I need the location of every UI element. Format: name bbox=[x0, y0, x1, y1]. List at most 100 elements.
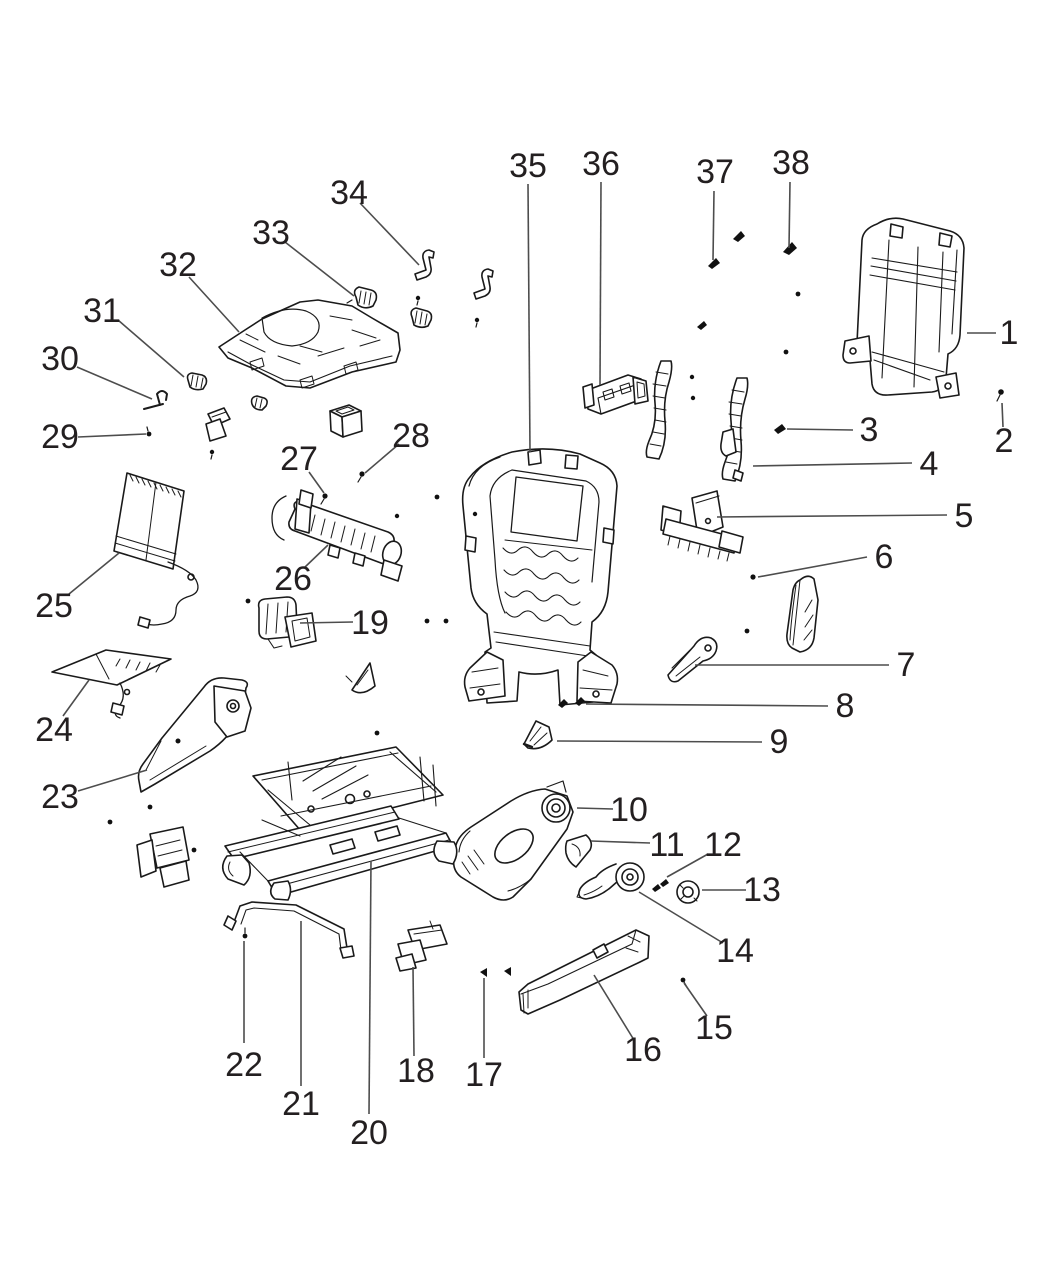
part-line bbox=[146, 426, 149, 432]
leader-line-35 bbox=[527, 183, 531, 453]
part-line bbox=[115, 658, 161, 673]
part-line bbox=[682, 886, 694, 898]
part-line bbox=[175, 738, 181, 744]
callout-number-23: 23 bbox=[41, 778, 79, 816]
part-line bbox=[239, 315, 381, 365]
part-line bbox=[51, 649, 172, 686]
callout-number-29: 29 bbox=[41, 418, 79, 456]
part-line bbox=[307, 805, 315, 813]
part-line bbox=[689, 374, 695, 380]
part-line bbox=[680, 977, 686, 983]
callout-29: 29 bbox=[41, 418, 147, 456]
part-line bbox=[721, 377, 749, 482]
callout-3: 3 bbox=[786, 411, 878, 449]
part-clip-38 bbox=[783, 242, 797, 255]
part-line bbox=[416, 300, 419, 306]
part-line bbox=[615, 862, 645, 892]
part-line bbox=[341, 410, 363, 438]
part-line bbox=[660, 879, 669, 887]
part-line bbox=[344, 793, 356, 805]
part-line bbox=[652, 884, 661, 892]
part-line bbox=[155, 839, 183, 857]
callout-37: 37 bbox=[696, 153, 734, 261]
part-line bbox=[505, 610, 582, 626]
part-bracket-30 bbox=[143, 390, 168, 410]
part-screws-17 bbox=[480, 967, 511, 977]
part-line bbox=[546, 798, 566, 818]
part-heater-back bbox=[113, 472, 199, 629]
part-line bbox=[522, 989, 529, 1014]
callout-number-20: 20 bbox=[350, 1114, 388, 1152]
part-line bbox=[345, 669, 369, 686]
part-line bbox=[626, 873, 634, 881]
part-line bbox=[433, 840, 458, 865]
part-seat-pan bbox=[218, 299, 401, 389]
part-line bbox=[147, 804, 153, 810]
part-outer-shield bbox=[452, 780, 574, 901]
part-line bbox=[849, 347, 857, 355]
callout-14: 14 bbox=[638, 891, 754, 970]
part-line bbox=[335, 406, 355, 415]
part-line bbox=[415, 295, 421, 301]
part-line bbox=[190, 374, 204, 389]
callout-32: 32 bbox=[159, 246, 240, 333]
part-line bbox=[249, 357, 359, 389]
callout-26: 26 bbox=[274, 544, 329, 598]
part-line bbox=[461, 849, 485, 875]
part-line bbox=[473, 268, 494, 300]
callout-number-10: 10 bbox=[610, 791, 648, 829]
part-spacer-bracket bbox=[564, 834, 593, 868]
part-seat-back-panel bbox=[842, 217, 965, 399]
part-line bbox=[461, 448, 618, 706]
callout-number-34: 34 bbox=[330, 174, 368, 212]
part-bracket-5 bbox=[660, 490, 744, 562]
part-line bbox=[287, 756, 437, 807]
part-line bbox=[228, 861, 234, 877]
part-line bbox=[695, 495, 720, 504]
part-line bbox=[750, 574, 756, 580]
part-line bbox=[502, 546, 579, 562]
part-line bbox=[136, 839, 157, 878]
part-line bbox=[575, 697, 585, 706]
part-line bbox=[558, 699, 568, 708]
part-line bbox=[518, 929, 650, 1015]
part-nuts-8 bbox=[558, 697, 585, 708]
part-line bbox=[320, 498, 325, 505]
callout-35: 35 bbox=[509, 147, 547, 453]
part-line bbox=[602, 382, 632, 401]
part-line bbox=[395, 953, 417, 972]
part-line bbox=[582, 383, 595, 409]
part-line bbox=[795, 291, 801, 297]
part-line bbox=[302, 756, 369, 800]
callout-33: 33 bbox=[252, 214, 355, 297]
part-guide-strips bbox=[645, 360, 749, 482]
part-line bbox=[679, 884, 698, 902]
part-line bbox=[667, 636, 718, 683]
part-line bbox=[690, 395, 696, 401]
part-line bbox=[413, 920, 443, 935]
part-line bbox=[522, 742, 534, 749]
part-l-bracket bbox=[205, 407, 231, 442]
part-line bbox=[205, 418, 227, 442]
part-line bbox=[250, 395, 268, 411]
part-line bbox=[649, 371, 669, 447]
leader-line-37 bbox=[712, 190, 715, 261]
part-line bbox=[357, 476, 362, 483]
part-line bbox=[783, 349, 789, 355]
part-line bbox=[469, 667, 501, 689]
part-line bbox=[477, 688, 485, 696]
part-line bbox=[546, 780, 567, 793]
leader-line-36 bbox=[599, 181, 602, 386]
part-line bbox=[671, 649, 701, 677]
part-line bbox=[472, 511, 478, 517]
callout-4: 4 bbox=[752, 445, 938, 483]
callout-17: 17 bbox=[465, 978, 503, 1094]
part-line bbox=[245, 598, 251, 604]
part-line bbox=[284, 612, 317, 648]
leader-line-12 bbox=[666, 853, 709, 878]
part-line bbox=[551, 803, 561, 813]
part-line bbox=[475, 322, 478, 328]
callout-13: 13 bbox=[702, 871, 781, 909]
callout-number-32: 32 bbox=[159, 246, 197, 284]
callout-9: 9 bbox=[556, 723, 788, 761]
